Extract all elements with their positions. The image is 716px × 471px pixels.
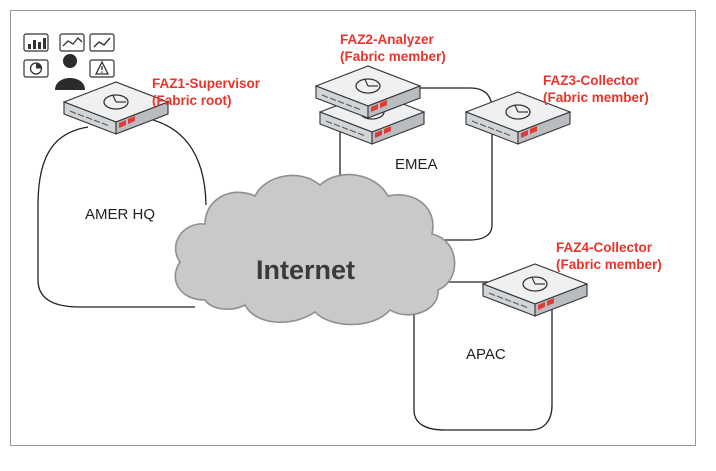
warning-icon [94, 60, 110, 75]
faz1-name: FAZ1-Supervisor [152, 76, 261, 91]
bar-chart-icon [28, 38, 46, 49]
analyst-dashboard-icon [23, 33, 115, 90]
faz2-role: (Fabric member) [340, 49, 446, 64]
link-apac-loop [413, 300, 553, 431]
link-faz3-cloud [426, 132, 493, 241]
trend-chart-icon [93, 37, 111, 48]
faz4-name: FAZ4-Collector [556, 240, 653, 255]
faz1-label: FAZ1-Supervisor (Fabric root) [152, 75, 260, 109]
faz3-role: (Fabric member) [543, 90, 649, 105]
link-faz2-faz3 [418, 87, 493, 106]
faz2-name: FAZ2-Analyzer [340, 32, 434, 47]
link-amer-loop [37, 126, 195, 308]
faz1-role: (Fabric root) [152, 93, 232, 108]
faz3-label: FAZ3-Collector (Fabric member) [543, 72, 649, 106]
site-label-emea: EMEA [395, 156, 438, 173]
site-label-amer: AMER HQ [85, 206, 156, 223]
line-chart-icon [62, 37, 83, 47]
internet-label: Internet [256, 255, 356, 285]
diagram-frame [10, 10, 696, 446]
link-amer-cloud [144, 117, 207, 206]
internet-cloud-icon [174, 173, 456, 326]
pie-chart-icon [29, 62, 43, 75]
user-icon [55, 54, 85, 90]
site-label-apac: APAC [466, 346, 506, 363]
faz4-role: (Fabric member) [556, 257, 662, 272]
faz4-label: FAZ4-Collector (Fabric member) [556, 239, 662, 273]
faz3-name: FAZ3-Collector [543, 73, 640, 88]
faz2-label: FAZ2-Analyzer (Fabric member) [340, 31, 446, 65]
